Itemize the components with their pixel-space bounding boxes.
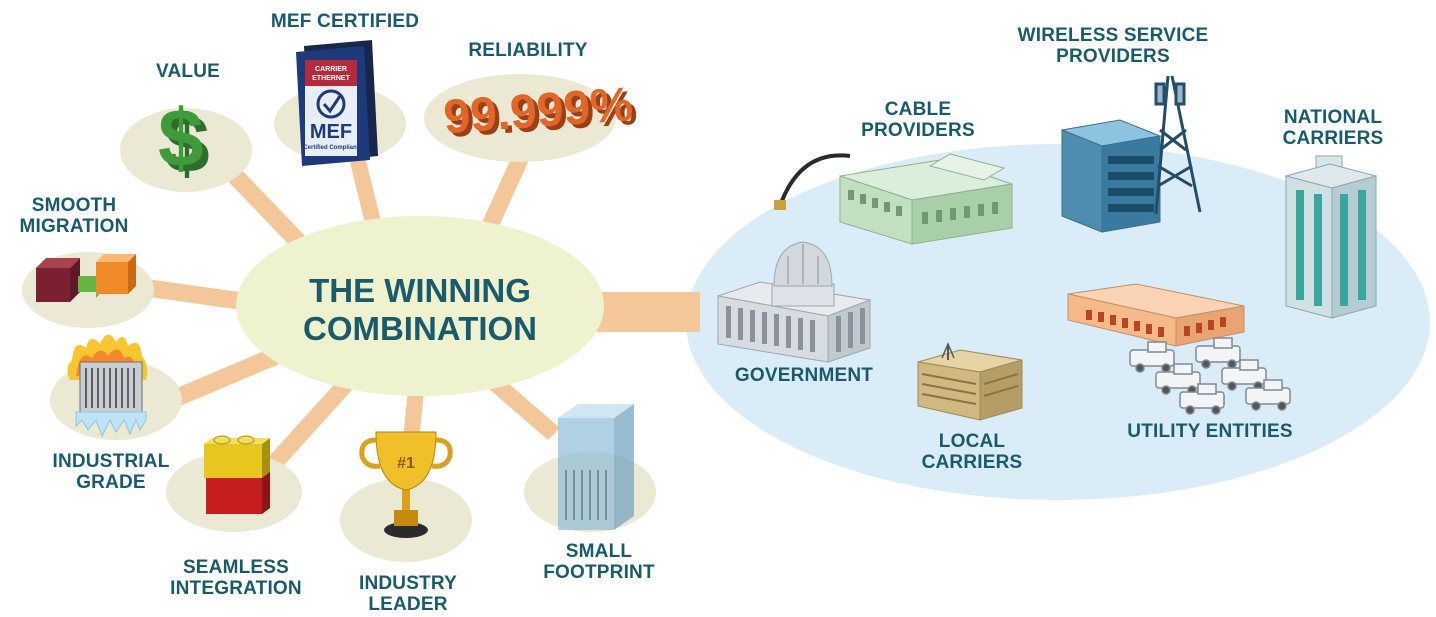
label-national-carriers: NATIONAL CARRIERS <box>1282 107 1384 149</box>
label-value: VALUE <box>156 61 220 82</box>
utility-warehouse-icon <box>1067 283 1245 347</box>
truck-icon <box>1179 383 1225 415</box>
label-small-footprint: SMALL FOOTPRINT <box>543 541 655 583</box>
label-reliability: RELIABILITY <box>468 40 588 61</box>
spoke-industrial <box>165 340 298 409</box>
small-footprint-box-icon <box>558 404 634 530</box>
local-carriers-building-icon <box>917 342 1023 421</box>
mef-brand: MEF <box>310 121 352 143</box>
truck-icon <box>1155 363 1201 395</box>
market-area-oval <box>686 144 1430 500</box>
trophy-icon: #1 <box>359 431 453 538</box>
mef-line1: CARRIER <box>315 66 347 73</box>
spoke-footprint <box>488 376 560 440</box>
label-local-carriers: LOCAL CARRIERS <box>921 431 1023 473</box>
label-utility-entities: UTILITY ENTITIES <box>1127 421 1293 442</box>
reliability-figure: 99.999% 99.999% <box>442 78 639 148</box>
label-industrial-grade: INDUSTRIAL GRADE <box>52 451 170 493</box>
center-oval <box>236 216 604 396</box>
label-government: GOVERNMENT <box>734 365 874 386</box>
cell-tower-icon <box>1154 75 1202 215</box>
label-smooth-migration: SMOOTH MIGRATION <box>19 195 129 237</box>
truck-icon <box>1129 341 1175 373</box>
mef-caption: Certified Compliant <box>303 145 358 151</box>
cable-building-icon <box>774 153 1013 245</box>
lego-bricks-icon <box>204 435 270 514</box>
svg-text:$: $ <box>158 93 204 184</box>
svg-text:99.999%: 99.999% <box>446 82 639 148</box>
label-seamless-integration: SEAMLESS INTEGRATION <box>170 557 302 599</box>
mef-badge-icon: CARRIER ETHERNET MEF Certified Compliant <box>296 40 378 166</box>
dollar-icon: $ $ <box>158 93 210 190</box>
migration-cubes-icon <box>36 254 136 302</box>
svg-text:$: $ <box>164 99 210 190</box>
government-building-icon <box>717 241 872 363</box>
industrial-chassis-icon <box>67 334 148 438</box>
label-industry-leader: INDUSTRY LEADER <box>358 573 457 615</box>
truck-icon <box>1245 379 1291 411</box>
spoke-markets <box>590 292 700 332</box>
platform-reliability <box>424 74 616 162</box>
utility-trucks-icon <box>1129 337 1291 415</box>
center-title: THE WINNING COMBINATION <box>302 272 538 347</box>
label-mef-certified: MEF CERTIFIED <box>270 11 420 32</box>
reliability-percent: 99.999% <box>442 78 635 144</box>
mef-line2: ETHERNET <box>312 75 350 82</box>
label-cable-providers: CABLE PROVIDERS <box>861 99 975 141</box>
label-wireless-service-providers: WIRELESS SERVICE PROVIDERS <box>1017 25 1209 67</box>
truck-icon <box>1195 337 1241 369</box>
national-carriers-building-icon <box>1284 155 1378 319</box>
wireless-building-icon <box>1060 119 1162 233</box>
trophy-rank: #1 <box>397 455 415 472</box>
platform-value <box>120 108 252 192</box>
truck-icon <box>1221 359 1267 391</box>
